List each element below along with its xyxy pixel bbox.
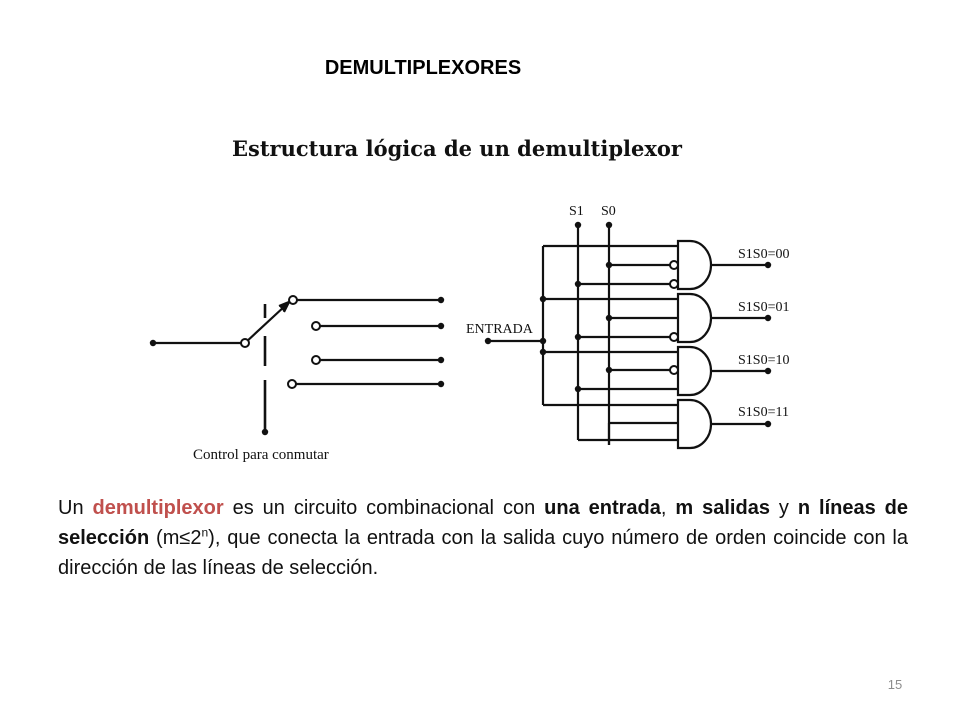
output-label-1: S1S0=01 <box>738 300 789 315</box>
output-label-0: S1S0=00 <box>738 247 789 262</box>
output-label-2: S1S0=10 <box>738 353 789 368</box>
and-gate <box>676 292 713 344</box>
switch-diagram <box>153 298 441 432</box>
highlight-term: demultiplexor <box>92 497 224 519</box>
input-label: ENTRADA <box>466 322 534 337</box>
and-gate <box>676 239 713 291</box>
logic-circuit <box>488 222 768 450</box>
description-paragraph: Un demultiplexor es un circuito combinac… <box>58 497 909 579</box>
select-label-s0: S0 <box>601 204 616 219</box>
switch-label: Control para conmutar <box>193 447 329 463</box>
output-label-3: S1S0=11 <box>738 405 789 420</box>
and-gate <box>676 398 713 450</box>
and-gate <box>676 345 713 397</box>
slide-title: DEMULTIPLEXORES <box>324 57 522 79</box>
diagram-title: Estructura lógica de un demultiplexor <box>232 136 682 161</box>
select-label-s1: S1 <box>569 204 584 219</box>
page-number: 15 <box>887 677 903 692</box>
